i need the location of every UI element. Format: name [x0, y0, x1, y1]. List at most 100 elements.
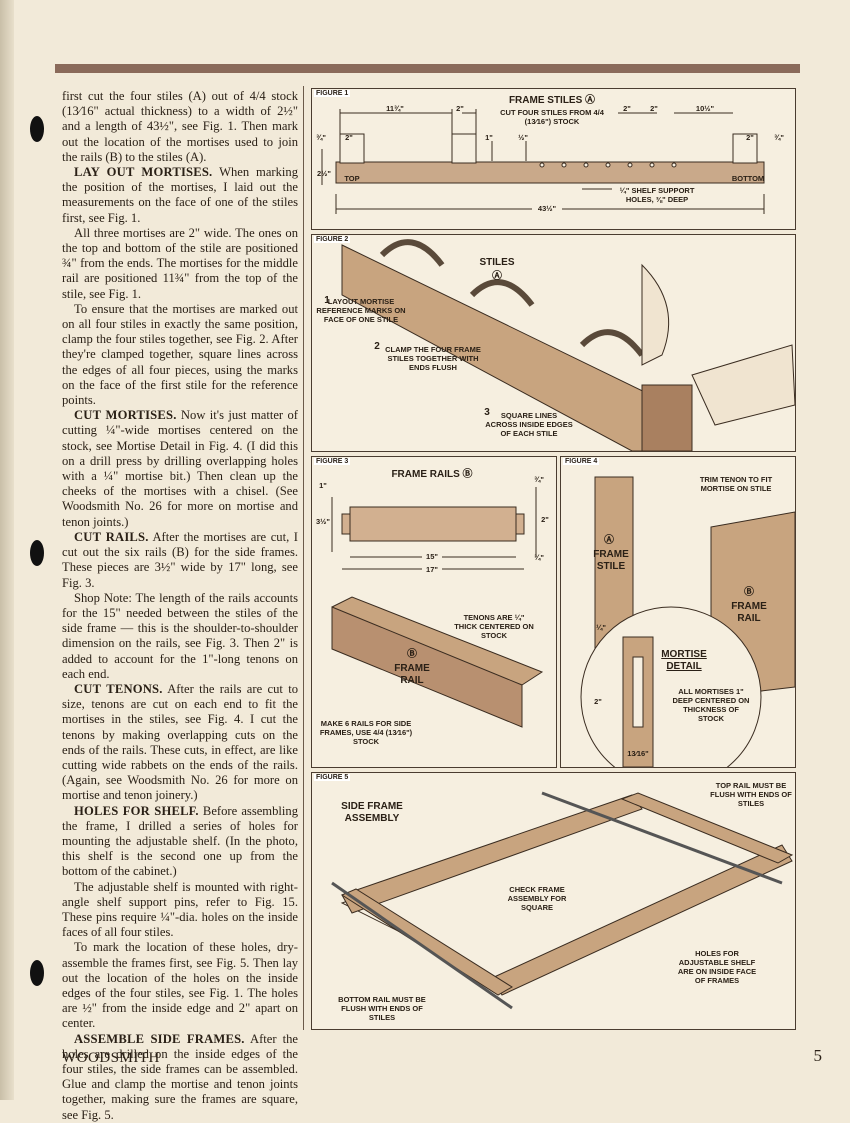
dim-label: ¾" [534, 475, 544, 484]
step-number: 2 [374, 341, 380, 352]
paragraph: To mark the location of these holes, dry… [62, 940, 298, 1031]
part-mark: Ⓐ [492, 271, 502, 282]
paragraph-body: first cut the four stiles (A) out of 4/4… [62, 89, 298, 164]
binding-edge [0, 0, 14, 1100]
dim-label: 11¾" [386, 104, 404, 113]
paragraph-body: Now it's just matter of cutting ¼"-wide … [62, 408, 298, 529]
dim-label: 1" [319, 481, 327, 490]
section-heading: CUT TENONS. [74, 681, 163, 696]
section-heading: HOLES FOR SHELF. [74, 803, 199, 818]
dim-label: ½" [518, 133, 528, 142]
shelf-holes-note: HOLES FOR ADJUSTABLE SHELF ARE ON INSIDE… [677, 949, 757, 985]
holes-note: ¼" SHELF SUPPORT HOLES, ⅜" DEEP [619, 186, 695, 204]
dim-label: 1" [485, 133, 493, 142]
step-3-note: SQUARE LINES ACROSS INSIDE EDGES OF EACH… [485, 411, 573, 438]
make-rails-note: MAKE 6 RAILS FOR SIDE FRAMES, USE 4/4 (1… [319, 719, 413, 746]
mortise-detail-title: MORTISE DETAIL [661, 649, 707, 672]
paragraph-body: Before assembling the frame, I drilled a… [62, 803, 298, 879]
dim-label: 17" [422, 565, 442, 574]
dim-label: ¾" [316, 133, 326, 142]
paragraph: CUT TENONS. After the rails are cut to s… [62, 682, 298, 804]
figure-4-label: FIGURE 4 [563, 458, 600, 465]
step-number: 1 [324, 295, 330, 306]
paragraph: Shop Note: The length of the rails accou… [62, 591, 298, 682]
bottom-rail-note: BOTTOM RAIL MUST BE FLUSH WITH ENDS OF S… [338, 995, 426, 1022]
tenons-note: TENONS ARE ¼" THICK CENTERED ON STOCK [454, 613, 534, 640]
paragraph-body: After the rails are cut to size, tenons … [62, 681, 299, 803]
figure-1-drawing [321, 109, 765, 214]
dim-label: 2½" [317, 169, 331, 178]
header-rule [55, 64, 800, 73]
punch-hole [30, 960, 44, 986]
page-number: 5 [813, 1046, 823, 1065]
figure-5-title: SIDE FRAME ASSEMBLY [341, 801, 403, 824]
top-rail-note: TOP RAIL MUST BE FLUSH WITH ENDS OF STIL… [710, 781, 792, 808]
paragraph-body: All three mortises are 2" wide. The ones… [62, 225, 298, 301]
dim-label: 2" [541, 515, 549, 524]
section-heading: LAY OUT MORTISES. [74, 165, 213, 180]
paragraph: All three mortises are 2" wide. The ones… [62, 226, 298, 302]
paragraph-body: To mark the location of these holes, dry… [62, 940, 298, 1031]
dim-label: 2" [746, 133, 754, 142]
figure-5-label: FIGURE 5 [314, 774, 351, 781]
section-heading: ASSEMBLE SIDE FRAMES. [74, 1031, 245, 1046]
paragraph: To ensure that the mortises are marked o… [62, 302, 298, 408]
figure-2: FIGURE 2 STILES Ⓐ 1 LAYOUT MORTISE REFER… [311, 234, 796, 452]
dim-label: 2" [623, 104, 631, 113]
part-mark: Ⓑ [744, 587, 754, 598]
figure-2-label: FIGURE 2 [314, 236, 351, 243]
dim-label: 2" [345, 133, 353, 142]
part-mark: Ⓐ [604, 535, 614, 546]
magazine-name: WOODSMITH [62, 1050, 160, 1066]
trim-tenon-note: TRIM TENON TO FIT MORTISE ON STILE [699, 475, 773, 493]
punch-hole [30, 116, 44, 142]
frame-stile-label: FRAME STILE [593, 549, 629, 572]
figure-3: FIGURE 3 FRAME RAILS Ⓑ 1" ¾" 3½" 2" ¾" 1… [311, 456, 557, 768]
figure-5-drawing [331, 791, 794, 1010]
frame-rail-label: FRAME RAIL [394, 663, 430, 686]
paragraph-body: When marking the position of the mortise… [62, 165, 298, 225]
part-mark: Ⓑ [407, 649, 417, 660]
step-1-note: LAYOUT MORTISE REFERENCE MARKS ON FACE O… [316, 297, 406, 324]
frame-rail-label: FRAME RAIL [731, 601, 767, 624]
paragraph-body: After the mortises are cut, I cut out th… [62, 529, 298, 590]
paragraph: first cut the four stiles (A) out of 4/4… [62, 89, 298, 165]
paragraph: The adjustable shelf is mounted with rig… [62, 880, 298, 941]
section-heading: CUT RAILS. [74, 529, 149, 544]
step-2-note: CLAMP THE FOUR FRAME STILES TOGETHER WIT… [385, 345, 481, 372]
dim-label: ¼" [596, 623, 606, 632]
dim-label: ¾" [534, 553, 544, 562]
paragraph: HOLES FOR SHELF. Before assembling the f… [62, 804, 298, 880]
dim-label: 2" [650, 104, 658, 113]
figure-1-label: FIGURE 1 [314, 90, 351, 97]
punch-hole [30, 540, 44, 566]
mortise-note: ALL MORTISES 1" DEEP CENTERED ON THICKNE… [672, 687, 750, 723]
figure-4: FIGURE 4 TRIM TENON TO FIT MORTISE ON ST… [560, 456, 796, 768]
article-text-column: first cut the four stiles (A) out of 4/4… [62, 89, 298, 1123]
paragraph-body: The adjustable shelf is mounted with rig… [62, 879, 298, 940]
figure-1: FIGURE 1 FRAME STILES Ⓐ CUT FOUR STILES … [311, 88, 796, 230]
paragraph: CUT RAILS. After the mortises are cut, I… [62, 530, 298, 591]
dim-label: 2" [594, 697, 602, 706]
paragraph: LAY OUT MORTISES. When marking the posit… [62, 165, 298, 226]
figure-1-title: FRAME STILES Ⓐ [508, 95, 596, 106]
dim-label: ¾" [774, 133, 784, 142]
paragraph: ASSEMBLE SIDE FRAMES. After the holes ar… [62, 1032, 298, 1123]
dim-label: 43½" [532, 204, 562, 213]
paragraph-body: To ensure that the mortises are marked o… [62, 301, 298, 408]
top-label: TOP [344, 174, 360, 183]
dim-label: 13⁄16" [627, 749, 649, 758]
figure-1-subtitle: CUT FOUR STILES FROM 4/4 (13⁄16") STOCK [500, 108, 604, 126]
figure-3-label: FIGURE 3 [314, 458, 351, 465]
step-number: 3 [484, 407, 490, 418]
column-divider [303, 86, 304, 1030]
paragraph: CUT MORTISES. Now it's just matter of cu… [62, 408, 298, 530]
figure-2-drawing [341, 239, 795, 451]
check-square-note: CHECK FRAME ASSEMBLY FOR SQUARE [507, 885, 567, 912]
bottom-label: BOTTOM [731, 174, 765, 183]
dim-label: 10½" [695, 104, 715, 113]
paragraph-body: Shop Note: The length of the rails accou… [62, 590, 298, 681]
dim-label: 2" [456, 104, 464, 113]
figure-3-title: FRAME RAILS Ⓑ [391, 469, 473, 480]
dim-label: 15" [422, 552, 442, 561]
